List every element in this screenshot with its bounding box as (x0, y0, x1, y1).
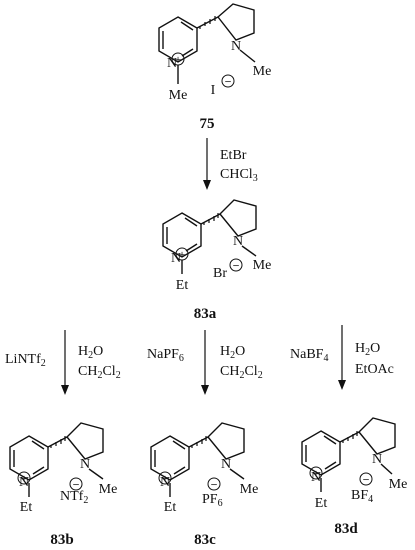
branch-83c: NaPF6 H2O CH2Cl2 + Et N Me − PF6 83c (147, 330, 263, 548)
svg-text:N: N (311, 470, 321, 485)
svg-text:−: − (224, 78, 232, 88)
solvent-dcm: CH2Cl2 (220, 364, 263, 381)
counterion-ntf2: NTf2 (60, 489, 88, 506)
bromide-label: Br (213, 266, 227, 281)
pyrrolidine-methyl-label: Me (253, 258, 272, 273)
ring-nitrogen-labels: N N N N N (19, 56, 321, 490)
reagent-lintf2: LiNTf2 (5, 352, 46, 369)
reagent-napf6: NaPF6 (147, 347, 184, 364)
compound-83c-structure: + Et N Me − PF6 (150, 422, 259, 515)
solvent-water: H2O (78, 344, 103, 361)
pyrrolidine-methyl-label: Me (240, 482, 259, 497)
reaction-arrow-1 (203, 138, 211, 190)
solvent-etoac: EtOAc (355, 362, 394, 377)
pyrrolidine-methyl-label: Me (389, 477, 408, 492)
counterion-pf6: PF6 (202, 492, 223, 509)
reagent-nabf4: NaBF4 (290, 347, 328, 364)
compound-label-83d: 83d (334, 521, 358, 537)
solvent-water: H2O (220, 344, 245, 361)
svg-text:−: − (232, 262, 240, 272)
branch-83d: NaBF4 H2O EtOAc + Et N Me − BF4 83d (290, 325, 407, 537)
reagent-etbr: EtBr (220, 148, 247, 163)
svg-text:+: + (178, 251, 186, 261)
compound-75-structure: + Me N Me I − (158, 3, 272, 103)
iodide-label: I (211, 83, 216, 98)
compound-83a-structure: + Et N Me Br − (162, 199, 272, 293)
n-methyl-label: Me (169, 88, 188, 103)
n-ethyl-label: Et (164, 500, 177, 515)
svg-text:N: N (221, 457, 231, 472)
svg-text:N: N (231, 39, 241, 54)
svg-text:N: N (160, 475, 170, 490)
compound-label-83b: 83b (50, 532, 73, 548)
svg-text:+: + (174, 56, 182, 66)
svg-text:−: − (72, 481, 80, 491)
pyrrolidine-methyl-label: Me (253, 64, 272, 79)
pyrrolidine-methyl-label: Me (99, 482, 118, 497)
svg-text:N: N (372, 452, 382, 467)
solvent-water: H2O (355, 341, 380, 358)
compound-label-83c: 83c (194, 532, 216, 548)
n-ethyl-label: Et (315, 496, 328, 511)
n-ethyl-label: Et (176, 278, 189, 293)
svg-text:N: N (80, 457, 90, 472)
counterion-bf4: BF4 (351, 488, 373, 505)
svg-text:−: − (362, 476, 370, 486)
svg-text:N: N (167, 56, 177, 71)
svg-text:−: − (210, 481, 218, 491)
n-ethyl-label: Et (20, 500, 33, 515)
compound-83b-structure: + Et N Me − NTf2 (9, 422, 118, 515)
solvent-dcm: CH2Cl2 (78, 364, 121, 381)
solvent-chcl3: CHCl3 (220, 167, 258, 184)
svg-text:N: N (233, 234, 243, 249)
svg-text:+: + (20, 475, 28, 485)
compound-label-83a: 83a (194, 306, 217, 322)
svg-text:+: + (161, 475, 169, 485)
svg-text:N: N (171, 251, 181, 266)
svg-text:N: N (19, 475, 29, 490)
svg-text:+: + (312, 470, 320, 480)
compound-label-75: 75 (200, 116, 215, 132)
compound-83d-structure: + Et N Me − BF4 (301, 417, 408, 511)
branch-83b: LiNTf2 H2O CH2Cl2 + Et N Me − NTf2 83b (5, 330, 121, 548)
